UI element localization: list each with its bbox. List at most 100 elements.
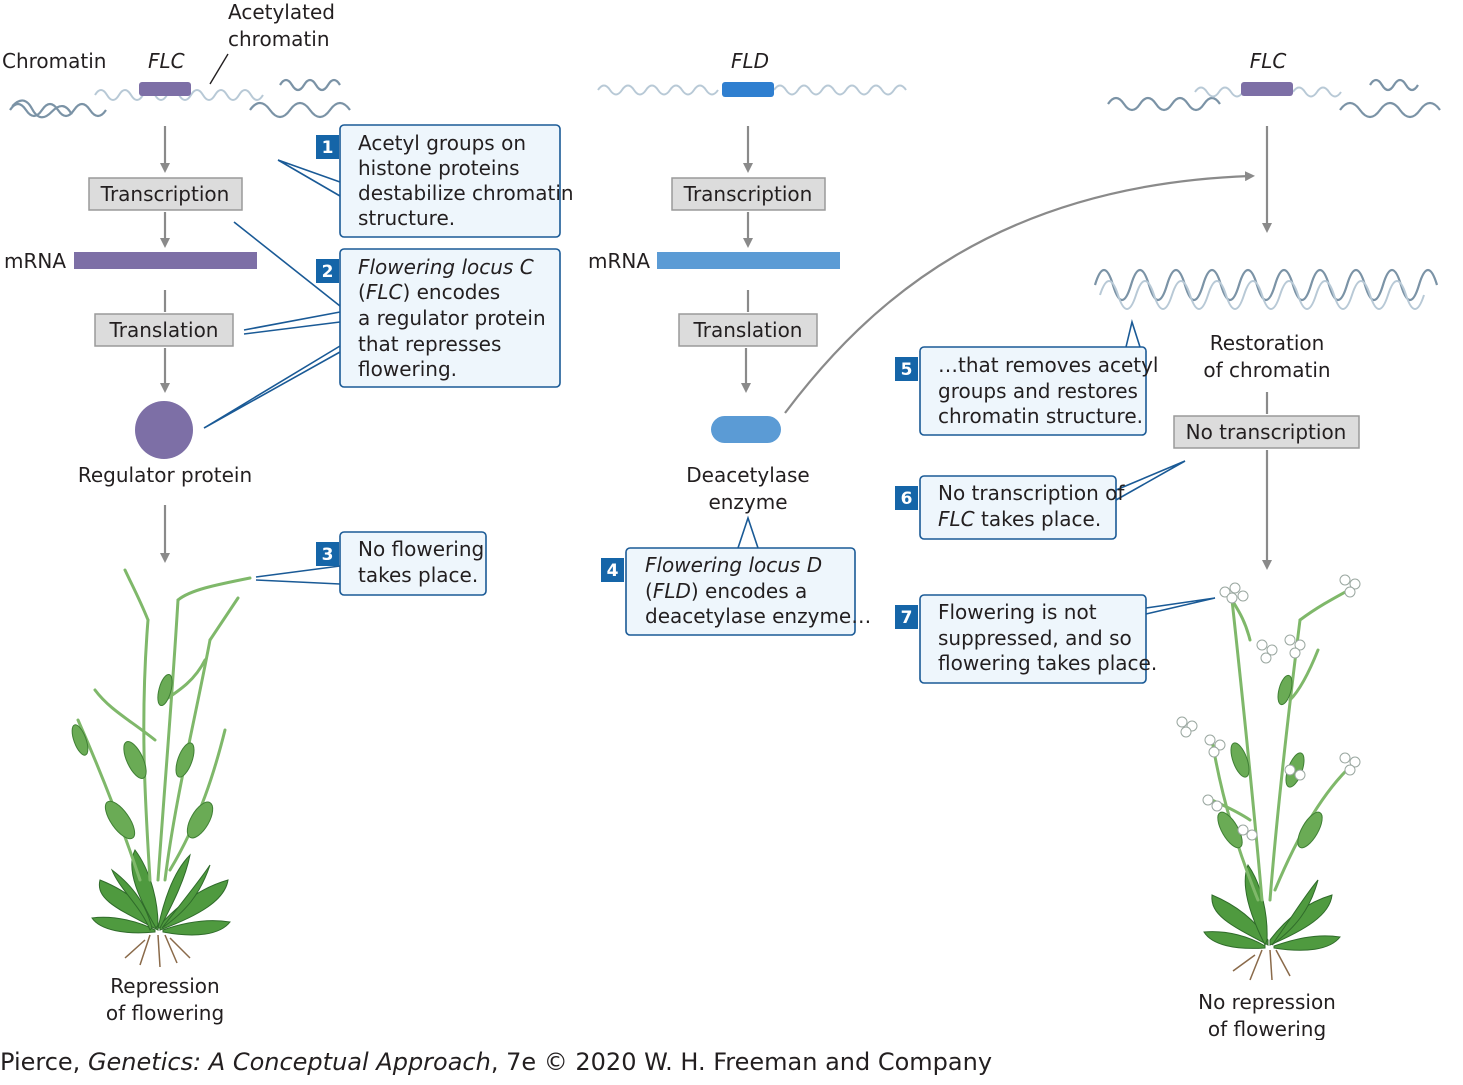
restoration-label-line1: Restoration — [1210, 331, 1325, 355]
svg-text:6: 6 — [901, 489, 913, 509]
callout-1: 1 Acetyl groups on histone proteins dest… — [277, 124, 574, 238]
callout-6-line1: No transcription of — [938, 481, 1125, 505]
callout-3-pointer — [255, 565, 341, 585]
restored-chromatin-coil — [1093, 268, 1439, 310]
callout-1-pointer — [277, 159, 341, 197]
transcription-label-left: Transcription — [100, 182, 230, 206]
svg-text:2: 2 — [322, 262, 334, 282]
caption-book-title: Genetics: A Conceptual Approach — [87, 1048, 491, 1076]
callout-1-line4: structure. — [358, 206, 455, 230]
translation-label-left: Translation — [109, 318, 219, 342]
translation-label-middle: Translation — [693, 318, 803, 342]
callout-4-line3: deacetylase enzyme… — [645, 604, 871, 628]
fld-gene-label: FLD — [731, 49, 769, 73]
svg-text:7: 7 — [901, 608, 913, 628]
flc-gene-segment-right — [1241, 82, 1293, 96]
repression-label-line1: Repression — [110, 974, 219, 998]
flower-cluster-1 — [1219, 582, 1249, 604]
left-pathway: Chromatin FLC Acetylated chromatin Trans… — [2, 0, 351, 1025]
repression-label-line2: of flowering — [106, 1001, 224, 1025]
callout-2: 2 Flowering locus C (FLC) encodes a regu… — [203, 221, 561, 429]
callout-5-line3: chromatin structure. — [938, 404, 1143, 428]
badge-5 — [895, 357, 918, 381]
callout-5-line1: …that removes acetyl — [938, 353, 1159, 377]
callout-5-pointer — [1125, 319, 1141, 348]
mrna-label-middle: mRNA — [588, 249, 650, 273]
callout-4: 4 Flowering locus D (FLD) encodes a deac… — [601, 515, 871, 636]
flower-cluster-8 — [1284, 764, 1306, 781]
callout-7-line2: suppressed, and so — [938, 626, 1132, 650]
callout-3-line1: No flowering — [358, 537, 484, 561]
no-transcription-label: No transcription — [1186, 420, 1347, 444]
no-transcription-box — [1173, 415, 1360, 449]
callout-3-line2: takes place. — [358, 563, 478, 587]
callout-2-line4: that represses — [358, 332, 501, 356]
callout-3: 3 No flowering takes place. — [255, 531, 487, 596]
translation-box-left — [94, 313, 234, 347]
translation-box-middle — [678, 313, 818, 347]
flower-cluster-6 — [1204, 734, 1226, 758]
badge-2 — [316, 259, 339, 283]
caption-author: Pierce, — [0, 1048, 88, 1076]
callout-4-line1: Flowering locus D — [645, 553, 822, 577]
no-repression-label-line1: No repression — [1198, 990, 1336, 1014]
callout-6: 6 No transcription of FLC takes place. — [895, 460, 1186, 540]
callout-5-line2: groups and restores — [938, 379, 1138, 403]
mrna-label-left: mRNA — [4, 249, 66, 273]
badge-3 — [316, 542, 339, 566]
transcription-box-left — [88, 177, 243, 211]
callout-6-pointer — [1115, 460, 1186, 501]
right-pathway: FLC Restoration of chromatin No transcri… — [1093, 49, 1441, 1040]
flc-chromatin-coil-right — [1107, 78, 1441, 119]
restoration-label-line2: of chromatin — [1203, 358, 1330, 382]
flower-cluster-9 — [1202, 794, 1223, 812]
flc-mrna-bar — [74, 252, 257, 269]
callout-5: 5 …that removes acetyl groups and restor… — [895, 319, 1159, 436]
callout-1-line2: histone proteins — [358, 156, 520, 180]
flower-cluster-10 — [1237, 824, 1258, 841]
transcription-box-middle — [671, 177, 826, 211]
callout-2-line3: a regulator protein — [358, 306, 546, 330]
acetylated-label-line2: chromatin — [228, 27, 330, 51]
callout-7-line1: Flowering is not — [938, 600, 1097, 624]
callout-4-pointer — [737, 515, 759, 549]
chromatin-label: Chromatin — [2, 49, 106, 73]
callout-2-line2: (FLC) encodes — [358, 280, 500, 304]
flc-gene-label: FLC — [148, 49, 185, 73]
fld-mrna-bar — [657, 252, 840, 269]
svg-text:4: 4 — [607, 561, 619, 581]
acetylated-label-line1: Acetylated — [228, 0, 335, 24]
callout-2-pointers — [203, 221, 341, 429]
badge-4 — [601, 558, 624, 582]
flc-gene-label-right: FLC — [1250, 49, 1287, 73]
callout-2-line1: Flowering locus C — [358, 255, 534, 279]
no-repression-label-line2: of flowering — [1208, 1017, 1326, 1040]
svg-text:1: 1 — [322, 138, 334, 158]
arrow-enzyme-to-flc — [784, 171, 1255, 414]
non-flowering-plant-illustration — [71, 568, 252, 968]
regulator-protein-label: Regulator protein — [78, 463, 252, 487]
enzyme-label-line1: Deacetylase — [686, 463, 809, 487]
flowering-plant-illustration — [1176, 574, 1361, 981]
callout-6-line2: FLC takes place. — [938, 507, 1101, 531]
flower-cluster-2 — [1339, 574, 1361, 598]
copyright-caption: Pierce, Genetics: A Conceptual Approach,… — [0, 1048, 992, 1076]
callout-4-line2: (FLD) encodes a — [645, 579, 807, 603]
flower-cluster-7 — [1339, 752, 1361, 776]
middle-pathway: FLD Transcription mRNA Translation Deace… — [588, 49, 1255, 514]
badge-7 — [895, 605, 918, 629]
flower-cluster-3 — [1256, 639, 1278, 664]
flc-gene-segment — [139, 82, 191, 96]
callout-1-line3: destabilize chromatin — [358, 181, 574, 205]
flower-cluster-5 — [1176, 716, 1198, 738]
flower-cluster-4 — [1284, 634, 1306, 659]
svg-text:5: 5 — [901, 360, 913, 380]
deacetylase-enzyme-shape — [711, 416, 781, 443]
acetylated-chromatin-coil — [9, 78, 351, 119]
callout-7-pointer — [1145, 597, 1216, 615]
fld-gene-segment — [722, 82, 774, 97]
svg-text:3: 3 — [322, 545, 334, 565]
acetylated-pointer — [209, 53, 229, 85]
callout-2-line5: flowering. — [358, 357, 457, 381]
regulator-protein-circle — [135, 401, 193, 459]
